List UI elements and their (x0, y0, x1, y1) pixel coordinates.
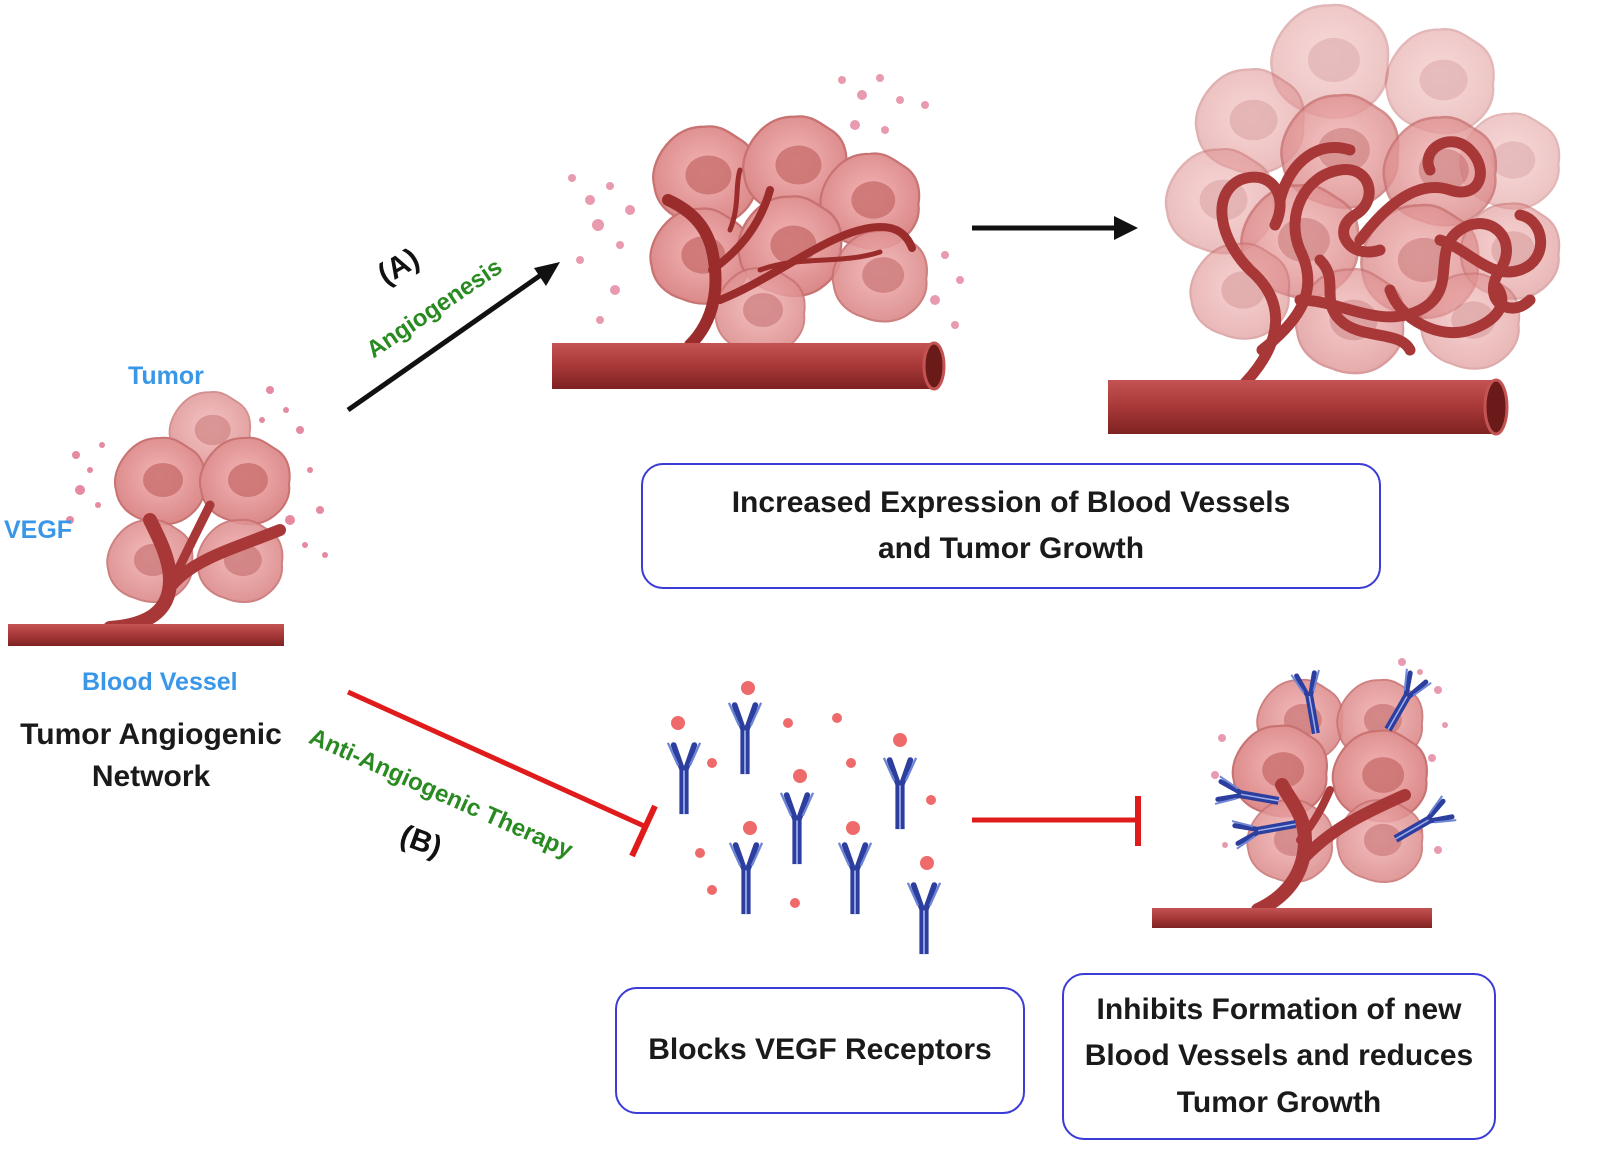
anti-angiogenic-inhibit-line (346, 689, 658, 858)
blocks-inhibit-line (972, 796, 1141, 846)
antibodies-vegf-illustration (668, 681, 940, 954)
vegf-particles-left (66, 386, 328, 558)
blocks-vegf-box: Blocks VEGF Receptors (615, 987, 1025, 1114)
blood-vessel-bottom-right (1152, 908, 1432, 928)
blocks-text: Blocks VEGF Receptors (648, 1033, 992, 1067)
vegf-label: VEGF (4, 516, 73, 544)
vessel-opening-top (922, 341, 946, 391)
inhibits-line3: Tumor Growth (1176, 1085, 1382, 1119)
vegf-dots (671, 681, 936, 908)
growth-arrow (972, 216, 1138, 240)
increased-line1: Increased Expression of Blood Vessels (731, 485, 1291, 519)
increased-expression-box: Increased Expression of Blood Vessels an… (641, 463, 1381, 589)
network-title: Tumor Angiogenic Network (10, 718, 292, 794)
blood-vessel-label: Blood Vessel (82, 668, 238, 696)
vegf-particles-top (568, 74, 964, 329)
tumor-network-illustration (8, 386, 328, 646)
angiogenesis-tumor-illustration (552, 74, 964, 391)
increased-line2: and Tumor Growth (877, 532, 1145, 565)
blood-vessel-top (552, 343, 937, 389)
network-title-line2: Network (91, 760, 211, 793)
grown-tumor-illustration (1108, 3, 1561, 436)
network-title-line1: Tumor Angiogenic (20, 718, 282, 751)
vessel-opening-right (1483, 378, 1509, 436)
blood-vessel-right (1108, 380, 1498, 434)
angiogenesis-arrow (346, 262, 560, 413)
tumor-label: Tumor (128, 362, 204, 390)
tortuous-vessels (1216, 136, 1547, 389)
vessel-branch-left (103, 500, 286, 635)
blood-vessel-left (8, 624, 284, 646)
inhibits-line1: Inhibits Formation of new (1096, 992, 1462, 1026)
vessel-branch-bottom-right (1251, 778, 1411, 917)
inhibits-line2: Blood Vessels and reduces (1084, 1039, 1474, 1073)
inhibited-tumor-illustration (1152, 658, 1456, 928)
inhibits-formation-box: Inhibits Formation of new Blood Vessels … (1062, 973, 1496, 1140)
vessel-branches-top (662, 167, 916, 351)
